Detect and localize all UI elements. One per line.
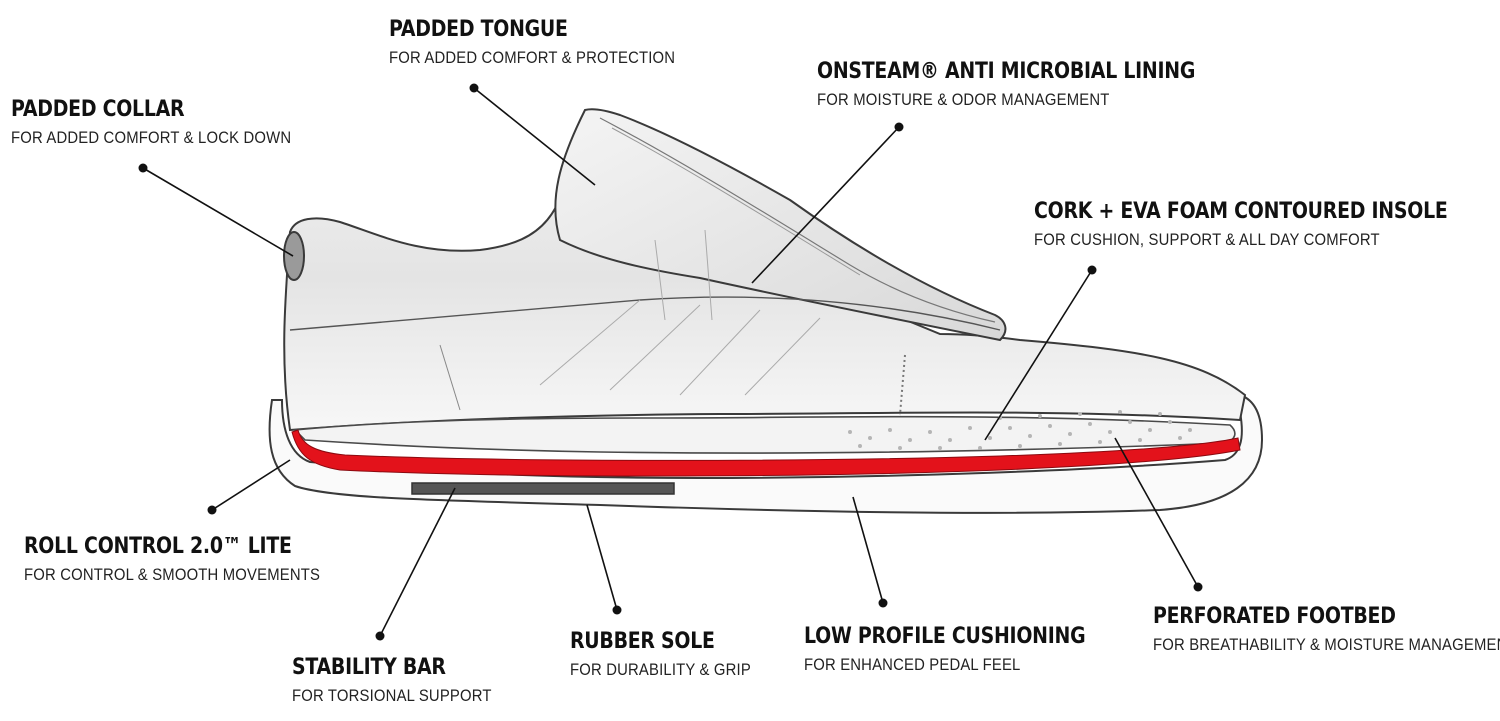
footbed-shape [293, 415, 1236, 454]
callout-roll-control: ROLL CONTROL 2.0™ LITE FOR CONTROL & SMO… [24, 534, 353, 586]
leader-lines [138, 83, 1203, 641]
callout-low-profile-cushioning: LOW PROFILE CUSHIONING FOR ENHANCED PEDA… [804, 624, 1131, 676]
callout-title: STABILITY BAR [292, 655, 446, 680]
callout-title: CORK + EVA FOAM CONTOURED INSOLE [1034, 199, 1448, 224]
perforations [848, 410, 1192, 450]
callout-subtitle: FOR ENHANCED PEDAL FEEL [804, 656, 1021, 674]
callout-rubber-sole: RUBBER SOLE FOR DURABILITY & GRIP [570, 629, 771, 681]
callout-subtitle: FOR MOISTURE & ODOR MANAGEMENT [817, 91, 1110, 109]
callout-subtitle: FOR ADDED COMFORT & LOCK DOWN [11, 129, 292, 147]
roll-control-band [291, 429, 1241, 477]
callout-stability-bar: STABILITY BAR FOR TORSIONAL SUPPORT [292, 655, 514, 707]
callout-padded-tongue: PADDED TONGUE FOR ADDED COMFORT & PROTEC… [389, 17, 707, 69]
callout-cork-insole: CORK + EVA FOAM CONTOURED INSOLE FOR CUS… [1034, 199, 1500, 251]
callout-subtitle: FOR BREATHABILITY & MOISTURE MANAGEMENT [1153, 636, 1500, 654]
callout-padded-collar: PADDED COLLAR FOR ADDED COMFORT & LOCK D… [11, 97, 322, 149]
collar-pad-shape [283, 231, 305, 281]
callout-subtitle: FOR DURABILITY & GRIP [570, 661, 751, 679]
callout-title: ONSTEAM® ANTI MICROBIAL LINING [817, 59, 1196, 84]
callout-title: RUBBER SOLE [570, 629, 715, 654]
callout-title: ROLL CONTROL 2.0™ LITE [24, 534, 292, 559]
callout-subtitle: FOR CUSHION, SUPPORT & ALL DAY COMFORT [1034, 231, 1380, 249]
callout-title: PADDED COLLAR [11, 97, 185, 122]
callout-subtitle: FOR ADDED COMFORT & PROTECTION [389, 49, 676, 67]
callout-title: PADDED TONGUE [389, 17, 568, 42]
tongue-shape [554, 108, 1007, 342]
callout-title: LOW PROFILE CUSHIONING [804, 624, 1086, 649]
callout-subtitle: FOR TORSIONAL SUPPORT [292, 687, 492, 705]
callout-onsteam-lining: ONSTEAM® ANTI MICROBIAL LINING FOR MOIST… [817, 59, 1257, 111]
callout-perforated-footbed: PERFORATED FOOTBED FOR BREATHABILITY & M… [1153, 604, 1500, 656]
callout-title: PERFORATED FOOTBED [1153, 604, 1396, 629]
callout-subtitle: FOR CONTROL & SMOOTH MOVEMENTS [24, 566, 321, 584]
stability-bar-shape [411, 482, 675, 495]
